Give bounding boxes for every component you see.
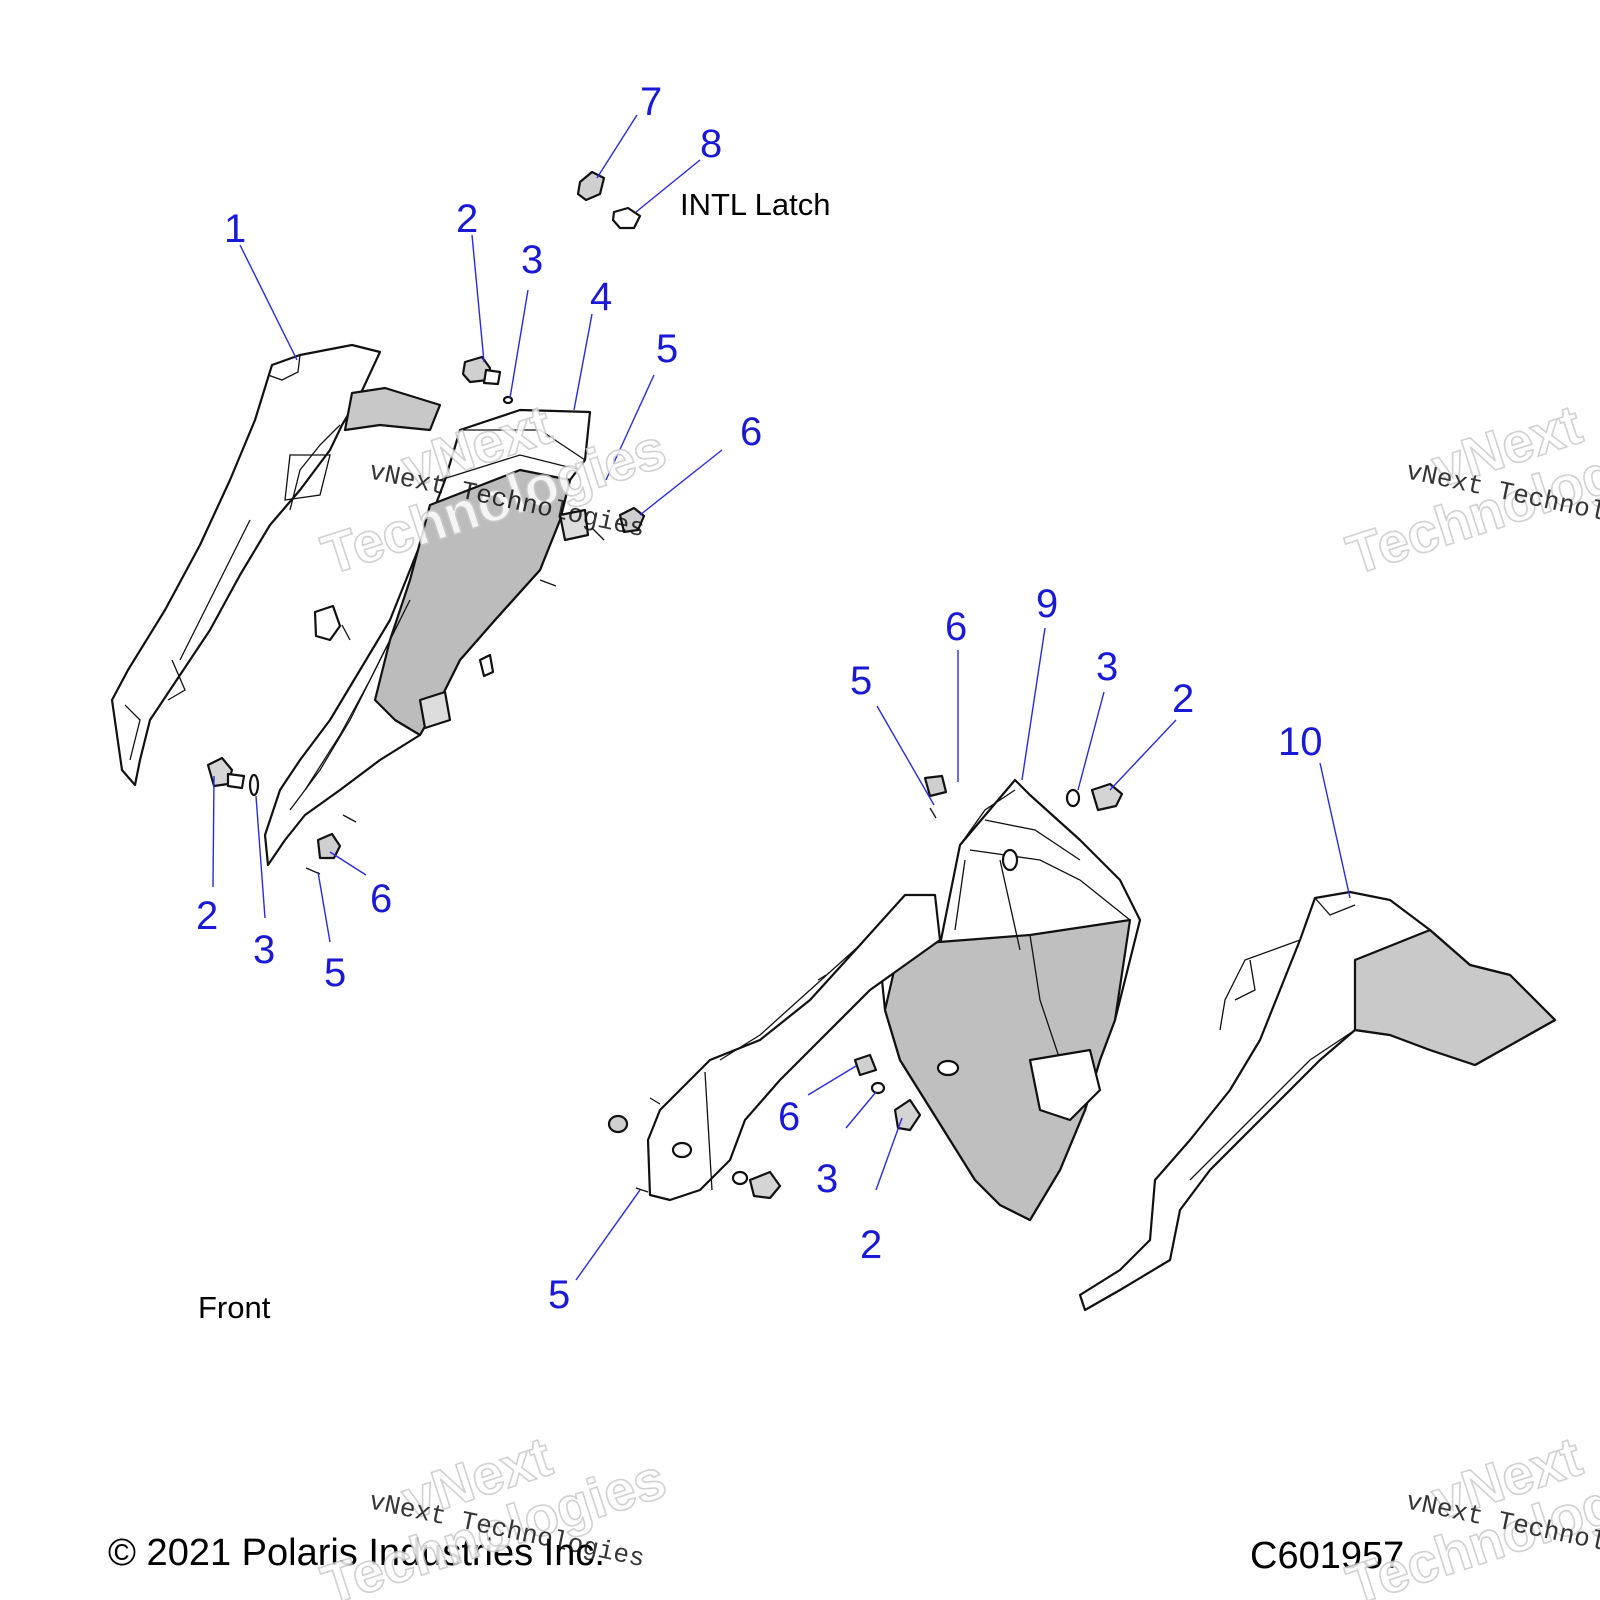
callout-2-upper: 2 [456,197,478,241]
callout-5-center: 5 [850,659,872,703]
hardware-lower-left [206,756,357,875]
callout-8: 8 [700,122,722,166]
hardware-upper-left [313,170,646,642]
callout-5-upper: 5 [656,327,678,371]
callout-10: 10 [1278,720,1323,764]
callout-3-lower-left: 3 [253,928,275,972]
watermark-4: vNext Technologies vNext Technologies [1338,1424,1600,1600]
watermark-2: vNext Technologies vNext Technologies [1338,392,1600,588]
drawing-number: C601957 [1250,1535,1404,1577]
part-4-inner-panel [263,408,592,867]
callout-2-lower-left: 2 [196,894,218,938]
callout-6-lower-left: 6 [370,877,392,921]
part-10-side-panel [1078,890,1557,1312]
intl-latch-label: INTL Latch [680,187,830,222]
callout-6-center: 6 [945,605,967,649]
callout-5-lower: 5 [548,1273,570,1317]
part-1-side-panel [110,343,442,787]
copyright-text: © 2021 Polaris Industries Inc. [108,1532,605,1574]
callout-4: 4 [590,275,612,319]
callout-1: 1 [224,207,246,251]
leader-lines [212,114,1351,1281]
callout-7: 7 [640,80,662,124]
callout-3-upper: 3 [521,238,543,282]
callout-2-center: 2 [1172,677,1194,721]
part-9-center-panel [646,778,1142,1222]
callout-9: 9 [1036,582,1058,626]
callout-6-upper: 6 [740,410,762,454]
callout-5-lower-left: 5 [324,951,346,995]
hardware-center [607,774,1124,1200]
callout-numbers: 1 2 3 4 5 6 7 8 2 3 5 6 5 6 9 3 2 10 6 3… [196,80,1323,1317]
callout-3-center: 3 [1096,645,1118,689]
front-label: Front [198,1290,271,1325]
callout-3-lower: 3 [816,1157,838,1201]
callout-6-lower: 6 [778,1095,800,1139]
callout-2-lower: 2 [860,1223,882,1267]
